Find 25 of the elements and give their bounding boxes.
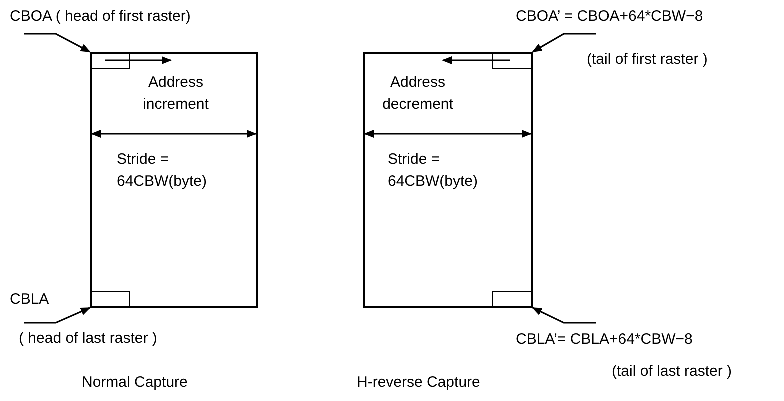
direction-label: Address decrement: [382, 73, 454, 115]
callout-text: CBLA’= CBLA+64*CBW−8: [514, 330, 770, 350]
callout-text: CBLA: [8, 290, 50, 310]
raster-frame: [90, 52, 258, 308]
callout-note: (tail of first raster ): [587, 51, 708, 69]
direction-arrow: [442, 56, 510, 64]
stride-label: Stride = 64CBW(byte): [117, 150, 208, 192]
caption: H-reverse Capture: [357, 374, 480, 392]
leader-line: [24, 307, 91, 324]
address-block: [492, 52, 533, 69]
direction-label: Address increment: [142, 73, 210, 115]
leader-line: [24, 33, 91, 53]
leader-line: [532, 307, 596, 324]
callout-text: CBOA’ = CBOA+64*CBW−8: [514, 7, 776, 27]
callout-note: (tail of last raster ): [612, 363, 732, 381]
address-block: [492, 291, 533, 308]
address-block: [90, 52, 130, 69]
leader-line: [532, 33, 596, 53]
callout-text: CBOA ( head of first raster): [8, 7, 283, 27]
address-block: [90, 291, 130, 308]
raster-frame: [363, 52, 533, 308]
direction-arrow: [105, 56, 172, 64]
callout-note: ( head of last raster ): [19, 330, 158, 348]
stride-label: Stride = 64CBW(byte): [388, 150, 480, 192]
caption: Normal Capture: [82, 374, 188, 392]
